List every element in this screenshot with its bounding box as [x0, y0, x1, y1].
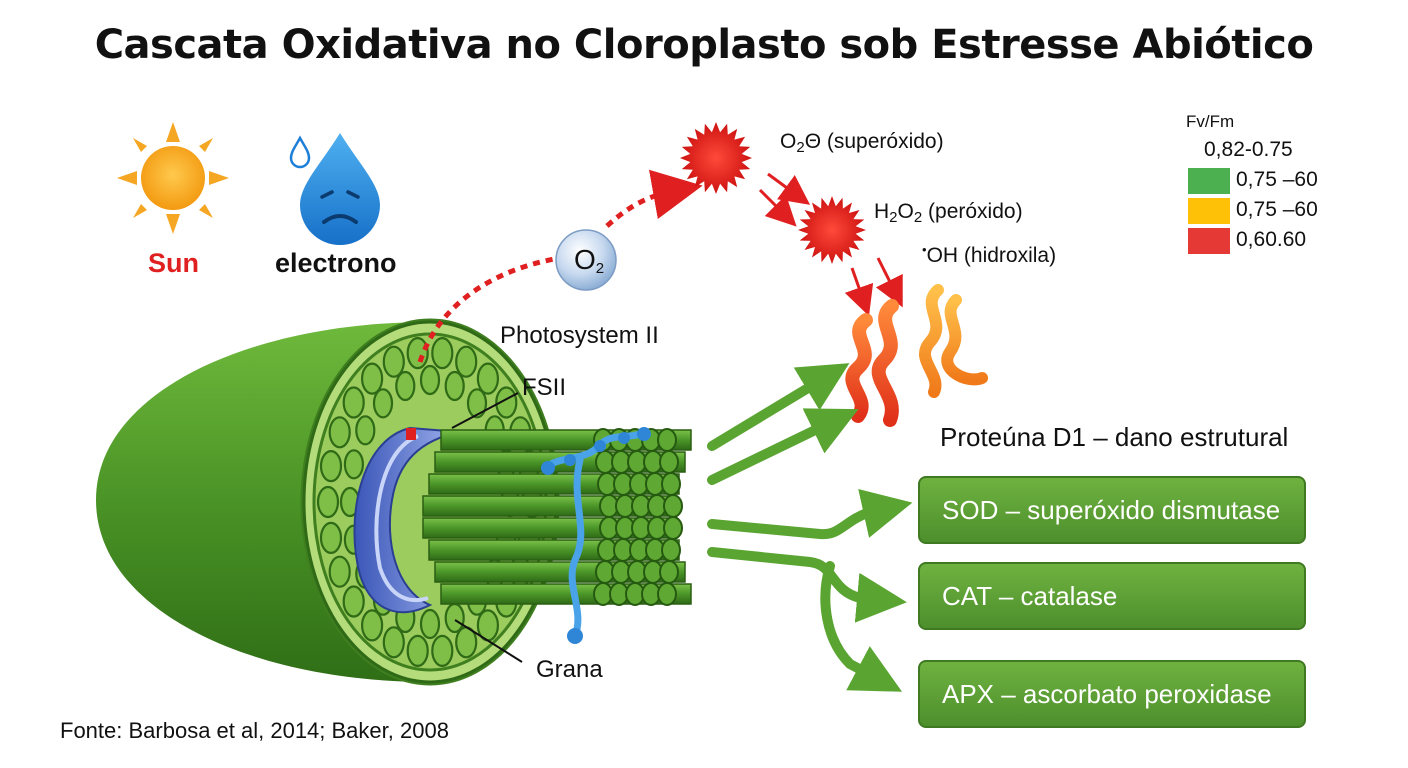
fsii-label: FSII — [522, 374, 566, 402]
thylakoid-end — [660, 561, 678, 583]
antioxidant-arrows — [712, 508, 888, 680]
peroxide-burst-icon — [798, 196, 866, 264]
thylakoid-end — [660, 451, 678, 473]
thylakoid-end — [662, 473, 680, 495]
lamella-oval — [396, 372, 414, 400]
grana-label: Grana — [536, 656, 603, 684]
enzyme-box-sod: SOD – superóxido dismutase — [918, 476, 1306, 544]
lamella-oval — [456, 347, 476, 377]
enzyme-box-cat: CAT – catalase — [918, 562, 1306, 630]
lamella-oval — [362, 364, 382, 394]
lamella-oval — [321, 523, 341, 553]
o2-to-superoxide-arrow — [607, 190, 678, 226]
legend-label: 0,75 –60 — [1236, 198, 1318, 222]
hydroxyl-label: •OH (hidroxila) — [922, 242, 1056, 268]
lamella-oval — [330, 417, 350, 447]
lamella-oval — [345, 450, 363, 478]
legend-label: 0,75 –60 — [1236, 168, 1318, 192]
sun-icon — [117, 122, 229, 234]
thylakoid-end — [664, 517, 682, 539]
lamella-oval — [408, 636, 428, 666]
lamella-oval — [321, 451, 341, 481]
damaged-d1-protein — [852, 290, 982, 420]
thylakoid-end — [658, 429, 676, 451]
enzyme-label: CAT – catalase — [942, 581, 1117, 612]
legend-title: Fv/Fm — [1186, 112, 1234, 132]
lamella-oval — [432, 636, 452, 666]
sad-drop-icon — [291, 133, 380, 245]
legend-swatch — [1188, 198, 1230, 224]
lamella-oval — [330, 557, 350, 587]
enzyme-label: APX – ascorbato peroxidase — [942, 679, 1272, 710]
o2-label: O2 — [574, 244, 604, 277]
lamella-oval — [318, 487, 338, 517]
sun-label: Sun — [148, 248, 199, 279]
superoxide-to-peroxide-arrow — [768, 174, 798, 196]
lamella-oval — [478, 364, 498, 394]
superoxide-label: O2Θ (superóxido) — [780, 130, 944, 156]
lamella-oval — [408, 338, 428, 368]
damage-arrows — [712, 376, 836, 480]
thylakoid-end — [664, 495, 682, 517]
lamella-oval — [468, 389, 486, 417]
thylakoid-end — [658, 583, 676, 605]
legend-label: 0,60.60 — [1236, 228, 1306, 252]
lamella-oval — [421, 366, 439, 394]
lamella-oval — [356, 416, 374, 444]
enzyme-label: SOD – superóxido dismutase — [942, 495, 1280, 526]
lamella-oval — [384, 347, 404, 377]
source-citation: Fonte: Barbosa et al, 2014; Baker, 2008 — [60, 718, 449, 744]
drop-label: electrono — [275, 248, 397, 279]
lamella-oval — [446, 372, 464, 400]
legend-swatch — [1188, 228, 1230, 254]
peroxide-to-hydroxyl-arrow — [878, 258, 896, 294]
thylakoid-end — [662, 539, 680, 561]
superoxide-burst-icon — [680, 122, 752, 194]
lamella-oval — [362, 610, 382, 640]
lamella-oval — [344, 388, 364, 418]
lamella-oval — [344, 587, 364, 617]
lamella-oval — [374, 389, 392, 417]
photosystem-label: Photosystem II — [500, 322, 659, 350]
lamella-oval — [421, 610, 439, 638]
legend-header: 0,82-0.75 — [1204, 138, 1293, 162]
d1-damage-label: Proteúna D1 – dano estrutural — [940, 422, 1288, 453]
peroxide-label: H2O2 (peróxido) — [874, 200, 1023, 226]
lamella-oval — [384, 627, 404, 657]
lamella-oval — [446, 604, 464, 632]
lamella-oval — [432, 338, 452, 368]
legend-swatch — [1188, 168, 1230, 194]
enzyme-box-apx: APX – ascorbato peroxidase — [918, 660, 1306, 728]
